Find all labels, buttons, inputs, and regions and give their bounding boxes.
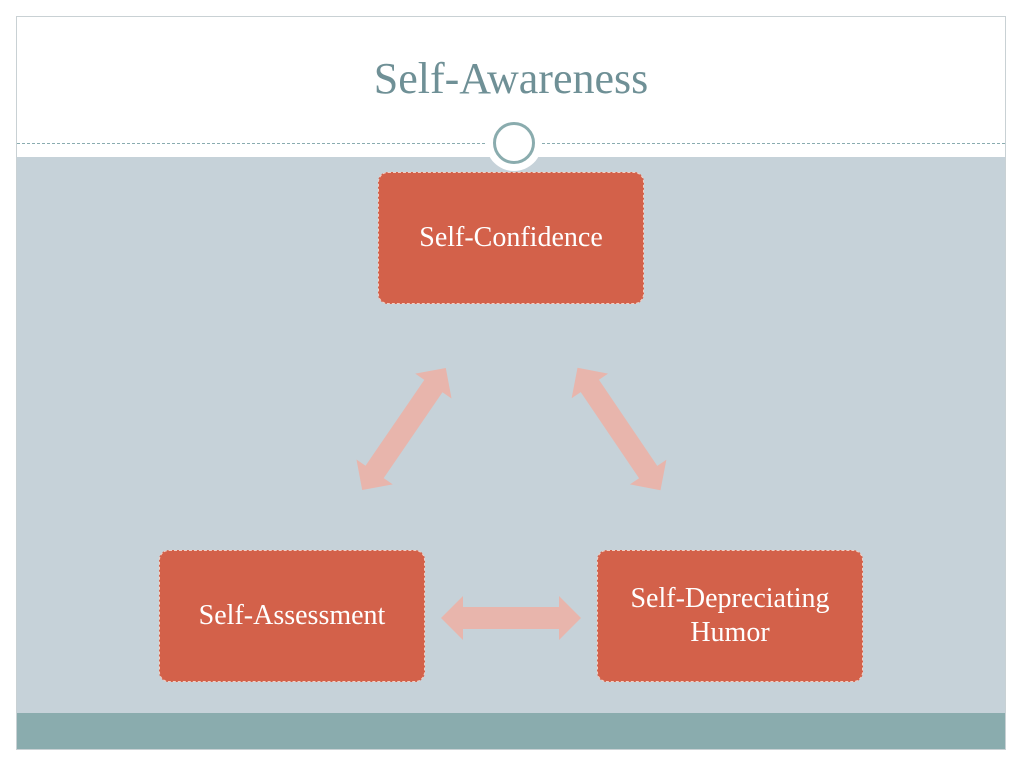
arrow-bottom-horizontal xyxy=(441,596,581,640)
footer-band xyxy=(17,713,1005,749)
double-arrow-shape xyxy=(356,367,452,491)
double-arrow-shape xyxy=(571,367,667,491)
node-self-depreciating-humor: Self-Depreciating Humor xyxy=(597,550,863,682)
double-arrow-shape xyxy=(441,596,581,640)
node-label: Self-Confidence xyxy=(419,222,603,254)
node-label: Self-Assessment xyxy=(198,600,386,632)
ornament-inner-ring xyxy=(493,122,535,164)
slide-title: Self-Awareness xyxy=(373,54,649,103)
arrow-left-diagonal xyxy=(356,367,452,491)
slide: Self-Awareness Self-Confidence Self-Asse… xyxy=(16,16,1006,750)
node-self-assessment: Self-Assessment xyxy=(159,550,425,682)
node-label: Self-Depreciating Humor xyxy=(630,583,830,648)
node-self-confidence: Self-Confidence xyxy=(378,172,644,304)
arrow-right-diagonal xyxy=(571,367,667,491)
arrows-layer xyxy=(356,367,667,640)
circle-ornament-icon xyxy=(486,115,542,171)
